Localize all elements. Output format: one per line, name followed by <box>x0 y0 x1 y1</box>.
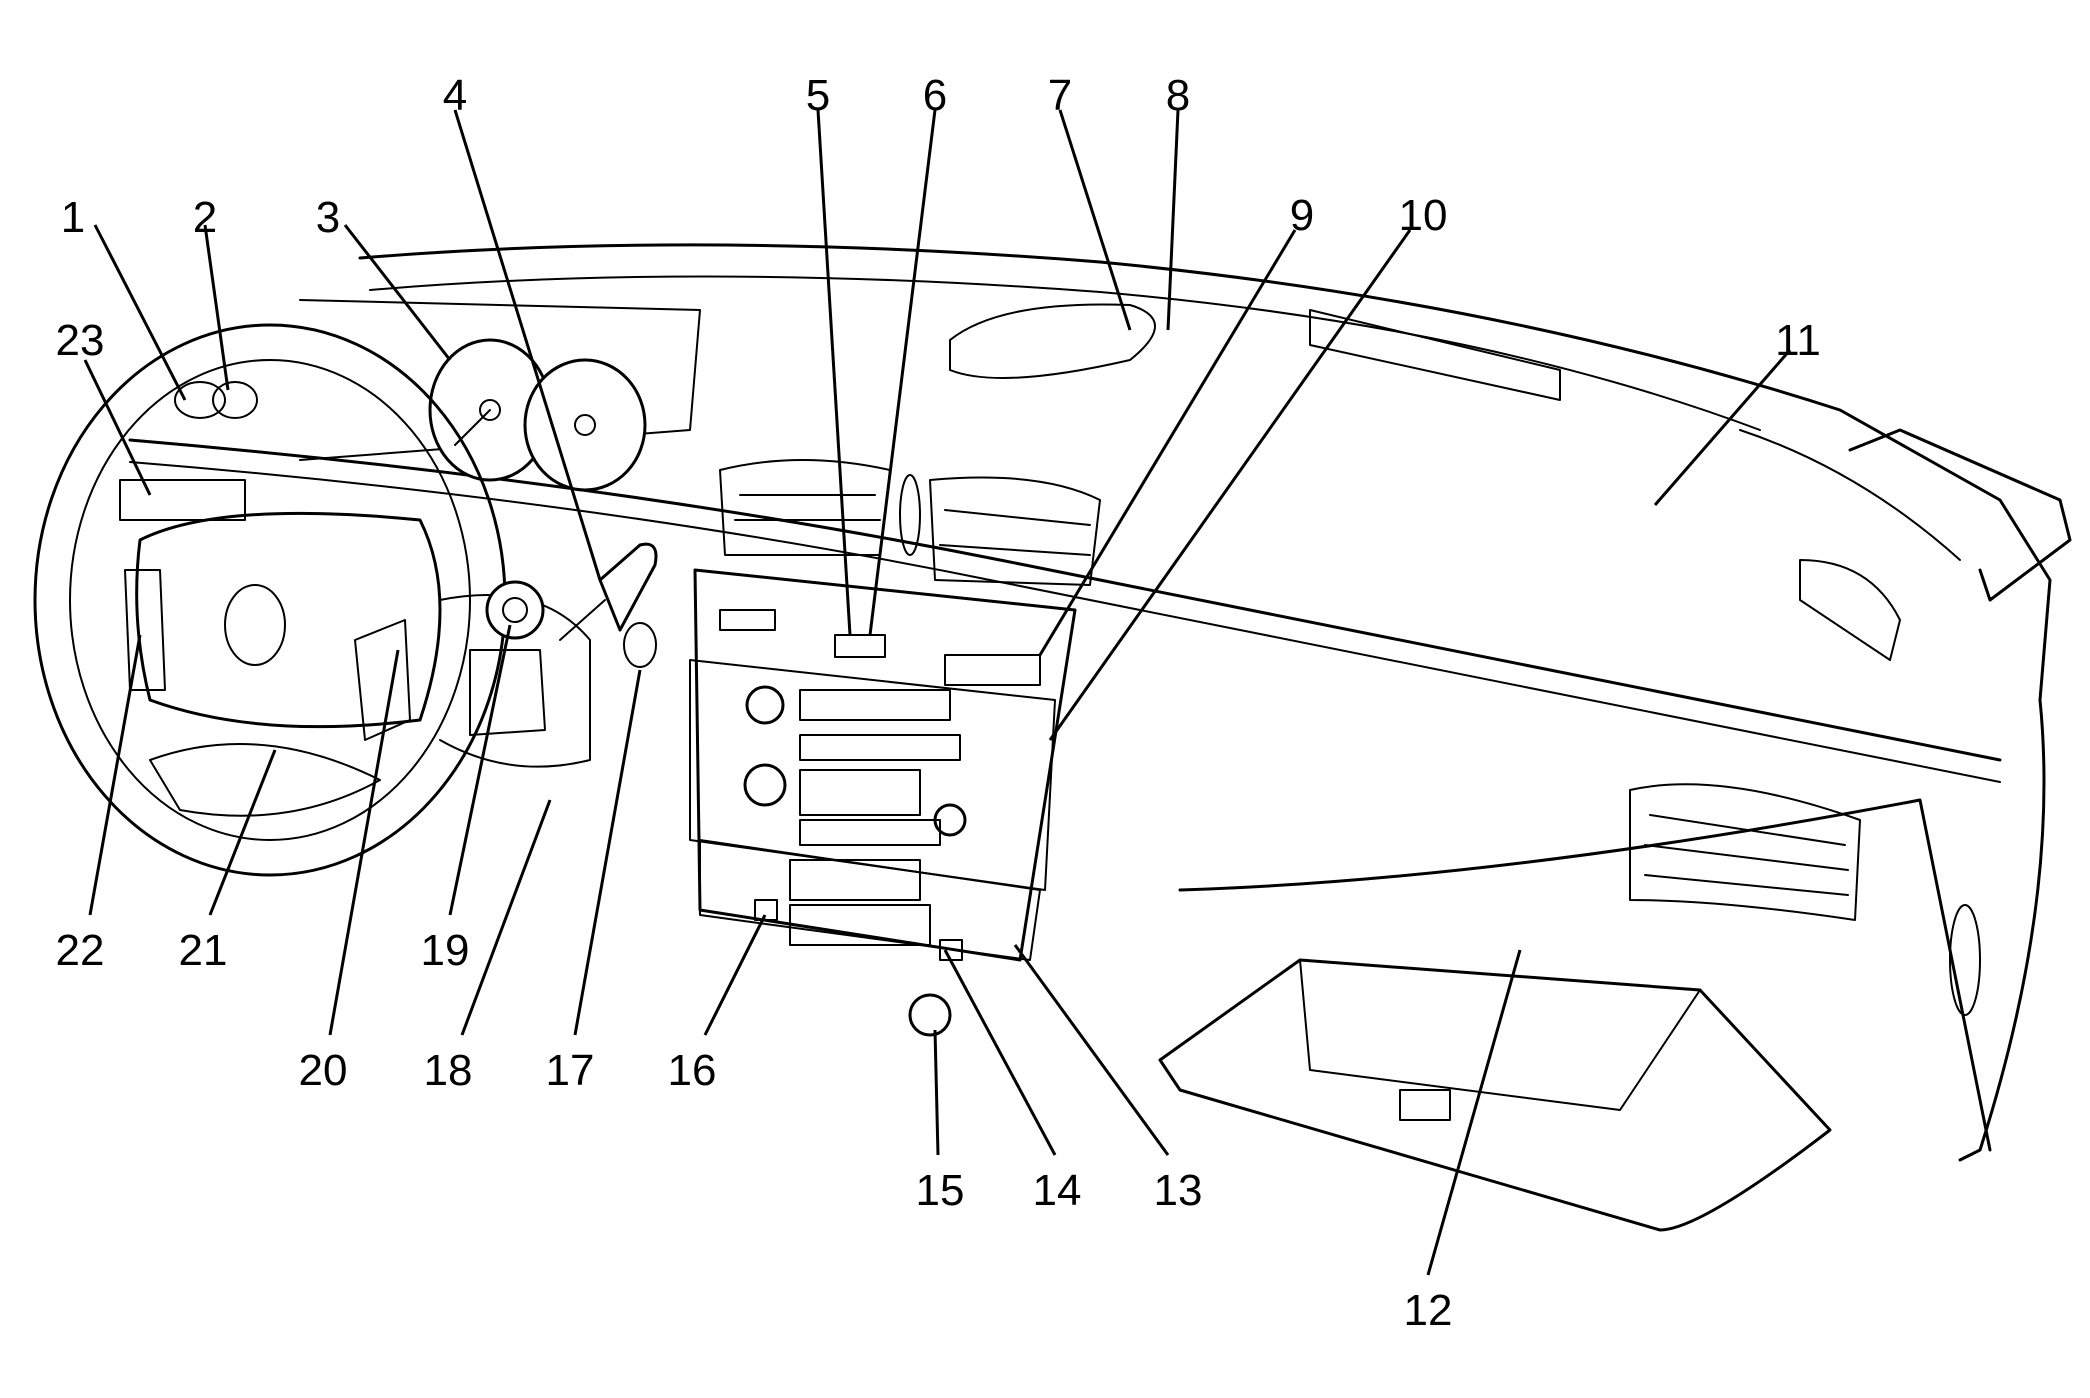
callout-15: 15 <box>916 1166 965 1215</box>
leader-20 <box>328 649 400 1036</box>
leader-7 <box>1058 109 1132 331</box>
callout-3: 3 <box>316 193 340 242</box>
leader-19 <box>448 624 512 916</box>
leader-12 <box>1426 949 1522 1276</box>
leader-23 <box>83 359 152 496</box>
callout-16: 16 <box>668 1046 717 1095</box>
callout-17: 17 <box>546 1046 595 1095</box>
callout-12: 12 <box>1404 1286 1453 1335</box>
instrument-panel <box>128 243 2072 1162</box>
callout-6: 6 <box>923 71 947 120</box>
callout-20: 20 <box>299 1046 348 1095</box>
callout-21: 21 <box>179 926 228 975</box>
callout-22: 22 <box>56 926 105 975</box>
callout-1: 1 <box>61 193 85 242</box>
leader-16 <box>703 914 767 1036</box>
leader-22 <box>88 634 142 916</box>
steering-wheel <box>33 323 507 877</box>
leader-lines <box>83 109 1792 1276</box>
callout-13: 13 <box>1154 1166 1203 1215</box>
callout-14: 14 <box>1033 1166 1082 1215</box>
leader-8 <box>1166 109 1180 331</box>
callout-23: 23 <box>56 316 105 365</box>
callout-labels: 1 2 3 4 5 6 7 8 9 10 11 12 13 14 15 16 1… <box>56 71 1821 1335</box>
leader-1 <box>93 224 187 401</box>
instrument-cluster <box>174 299 701 492</box>
callout-18: 18 <box>424 1046 473 1095</box>
callout-7: 7 <box>1048 71 1072 120</box>
steering-column <box>439 542 658 768</box>
leader-15 <box>933 1029 940 1156</box>
callout-11: 11 <box>1775 316 1821 365</box>
leader-10 <box>1048 229 1412 741</box>
leader-9 <box>1038 229 1297 656</box>
callout-5: 5 <box>806 71 830 120</box>
leader-2 <box>203 224 230 391</box>
callout-10: 10 <box>1399 191 1448 240</box>
right-side-vents <box>1629 559 1981 1016</box>
callout-9: 9 <box>1290 191 1314 240</box>
leader-5 <box>816 109 852 636</box>
glove-box <box>1158 958 1832 1232</box>
leader-6 <box>868 109 937 636</box>
callout-4: 4 <box>443 71 467 120</box>
callout-2: 2 <box>193 193 217 242</box>
leader-18 <box>460 799 552 1036</box>
callout-8: 8 <box>1166 71 1190 120</box>
leader-21 <box>208 749 277 916</box>
leader-17 <box>573 669 642 1036</box>
leader-3 <box>343 224 452 361</box>
callout-19: 19 <box>421 926 470 975</box>
leader-14 <box>943 949 1057 1156</box>
leader-11 <box>1653 349 1792 506</box>
center-stack <box>689 459 1101 1037</box>
leader-13 <box>1013 944 1170 1156</box>
leader-4 <box>453 109 602 581</box>
